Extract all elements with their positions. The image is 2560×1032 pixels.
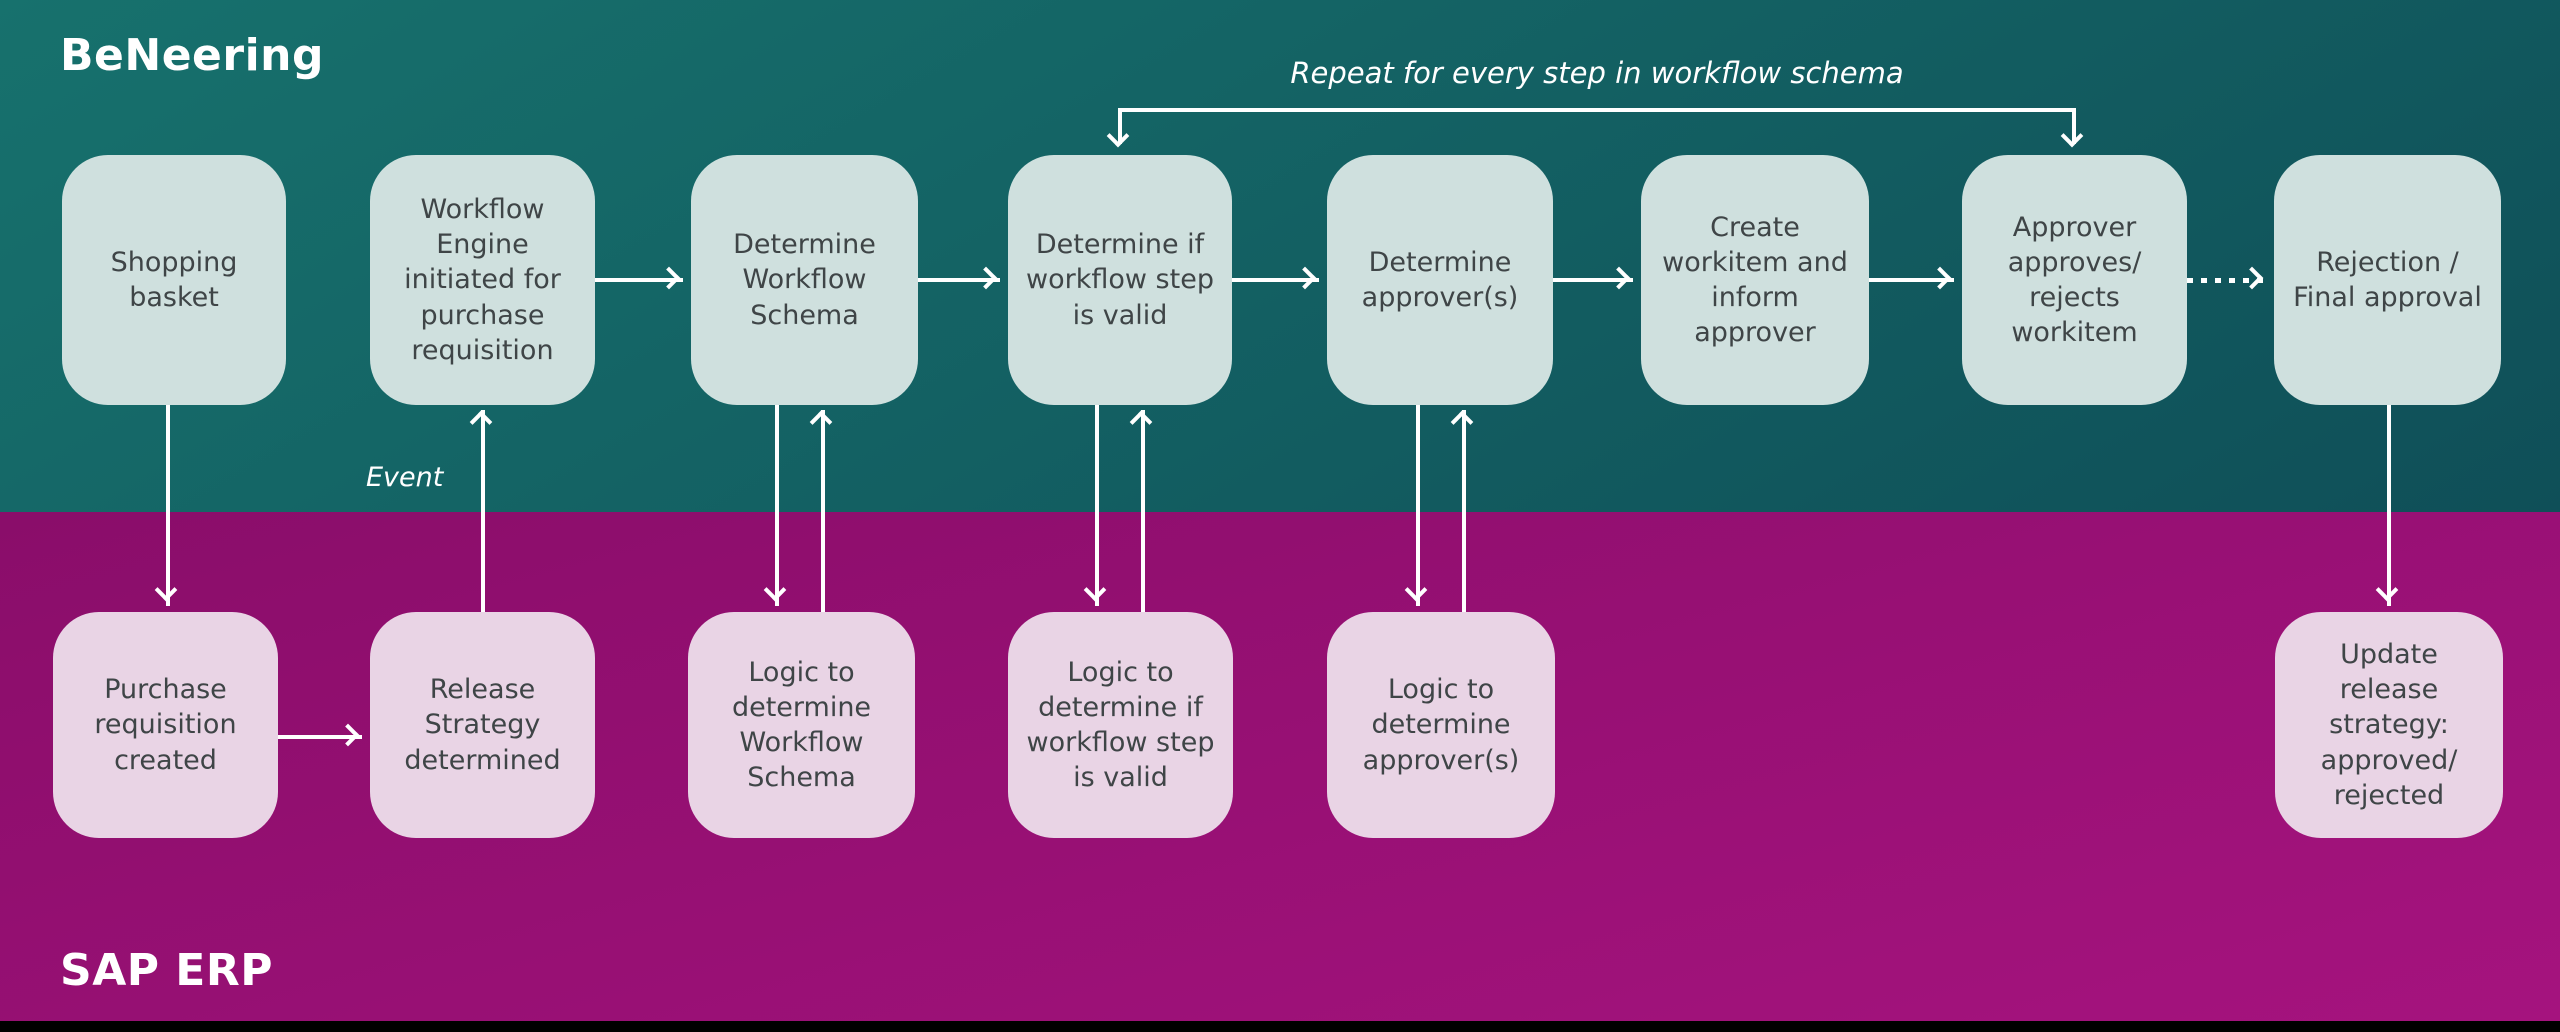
node-create-workitem: Create workitem and inform approver <box>1641 155 1869 405</box>
event-label: Event <box>366 462 444 493</box>
arrow-engine-to-schema <box>595 278 683 282</box>
sap-erp-lane-title: SAP ERP <box>60 945 273 996</box>
node-determine-approvers: Determine approver(s) <box>1327 155 1553 405</box>
repeat-loop-right-drop <box>2072 108 2076 144</box>
dotted-arrow-approver-to-rejection <box>2187 278 2266 283</box>
node-logic-step-valid: Logic to determine if workflow step is v… <box>1008 612 1233 838</box>
node-logic-schema: Logic to determine Workflow Schema <box>688 612 915 838</box>
repeat-loop-line <box>1120 108 2076 112</box>
node-shopping-basket: Shopping basket <box>62 155 286 405</box>
node-logic-approvers: Logic to determine approver(s) <box>1327 612 1555 838</box>
node-release-strategy: Release Strategy determined <box>370 612 595 838</box>
repeat-loop-label: Repeat for every step in workflow schema <box>1290 56 1904 90</box>
node-determine-schema: Determine Workflow Schema <box>691 155 918 405</box>
arrow-logicschema-to-schema-up <box>821 410 825 612</box>
arrow-approvers-to-workitem <box>1553 278 1633 282</box>
node-rejection-final: Rejection / Final approval <box>2274 155 2501 405</box>
arrow-schema-to-logicschema-down <box>775 405 779 606</box>
arrow-stepvalid-to-approvers <box>1232 278 1319 282</box>
arrow-shopping-to-purchasereq <box>166 405 170 606</box>
arrow-stepvalid-to-logicstepvalid-down <box>1095 405 1099 606</box>
arrow-event-releasestrategy-to-engine <box>481 410 485 612</box>
arrow-logicapprovers-to-approvers-up <box>1462 410 1466 612</box>
node-purchase-requisition: Purchase requisition created <box>53 612 278 838</box>
arrow-workitem-to-approver <box>1869 278 1954 282</box>
bottom-black-bar <box>0 1021 2560 1032</box>
arrow-logicstepvalid-to-stepvalid-up <box>1141 410 1145 612</box>
arrow-schema-to-stepvalid <box>918 278 1000 282</box>
node-approver-decides: Approver approves/ rejects workitem <box>1962 155 2187 405</box>
beneering-lane-title: BeNeering <box>60 30 324 81</box>
arrow-rejection-to-updaterelease <box>2387 405 2391 606</box>
node-update-release: Update release strategy: approved/ rejec… <box>2275 612 2503 838</box>
arrow-purchasereq-to-releasestrategy <box>278 735 362 739</box>
node-workflow-engine: Workflow Engine initiated for purchase r… <box>370 155 595 405</box>
node-determine-step-valid: Determine if workflow step is valid <box>1008 155 1232 405</box>
repeat-loop-left-drop <box>1118 108 1122 144</box>
arrow-approvers-to-logicapprovers-down <box>1416 405 1420 606</box>
